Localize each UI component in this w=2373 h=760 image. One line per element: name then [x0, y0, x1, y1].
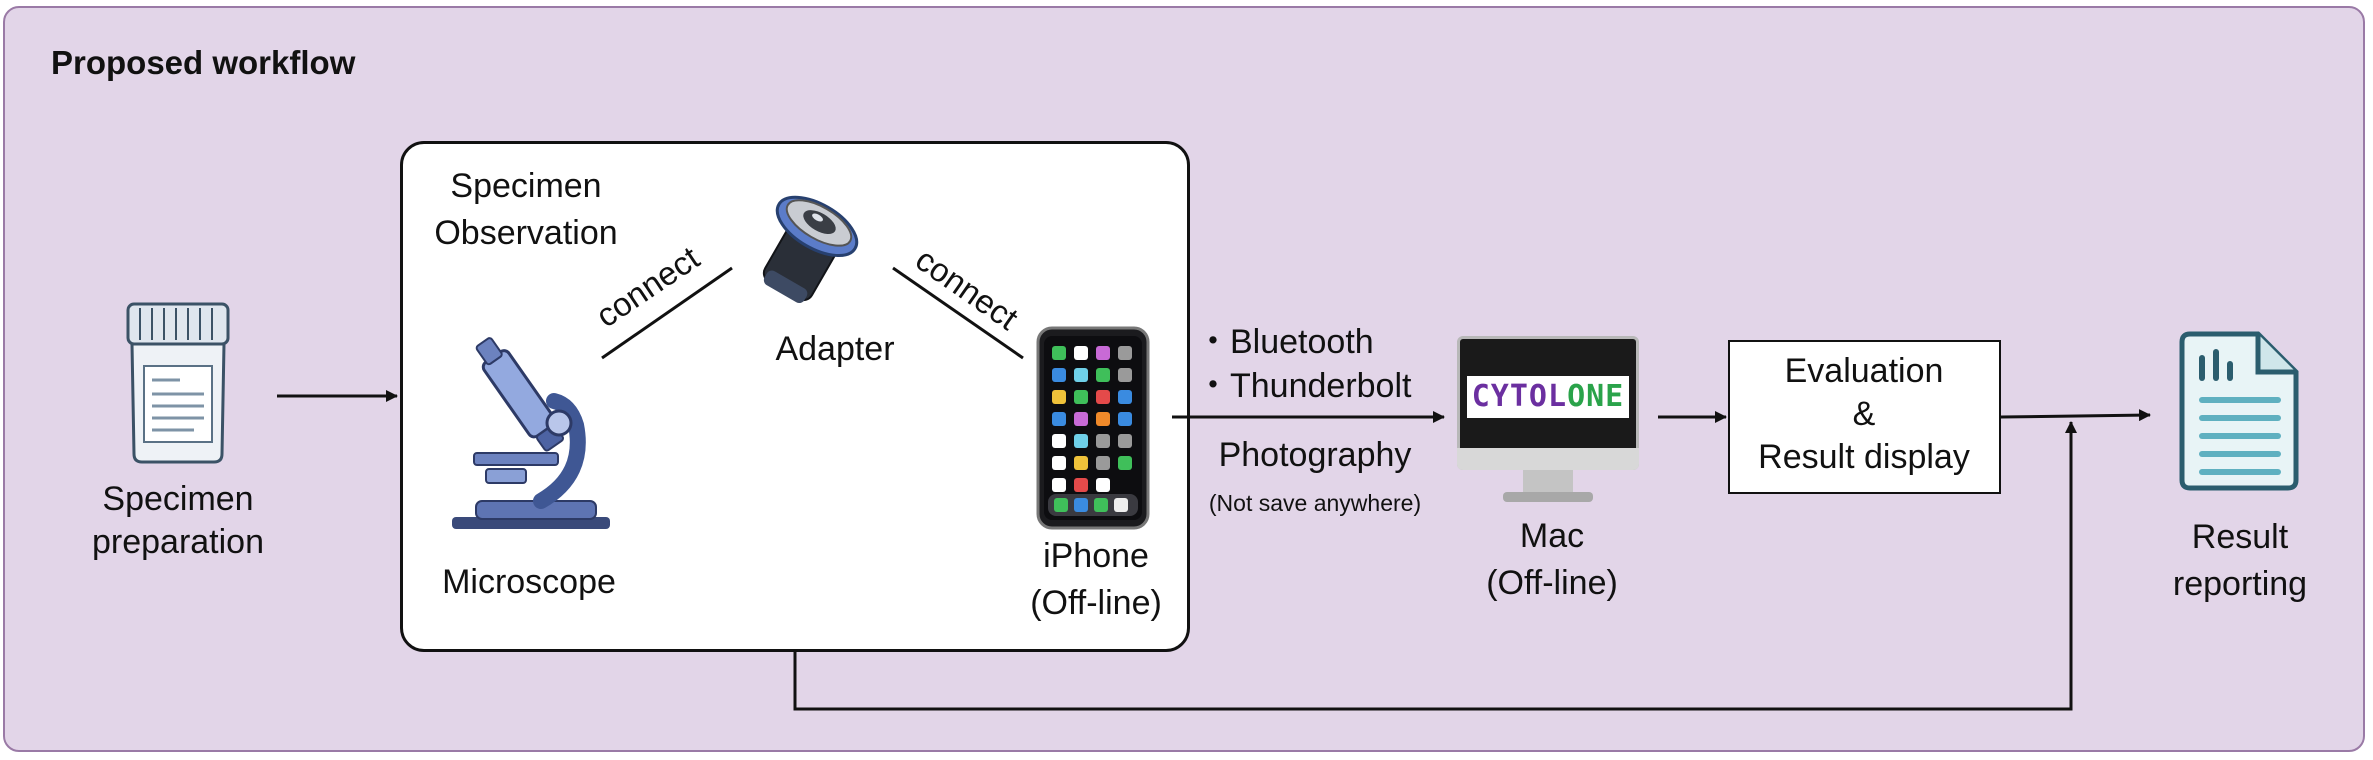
app-icon [1052, 412, 1066, 426]
logo-part-one: ONE [1567, 379, 1625, 414]
app-icon [1096, 390, 1110, 404]
not-saved-note: (Not save anywhere) [1208, 490, 1422, 516]
iphone-icon [1036, 326, 1150, 530]
app-icon [1096, 456, 1110, 470]
mac-line-2: (Off-line) [1486, 564, 1618, 602]
evaluation-line-1: Evaluation [1784, 352, 1944, 390]
app-icon [1074, 368, 1088, 382]
evaluation-line-3: Result display [1758, 438, 1970, 476]
app-icon [1118, 456, 1132, 470]
result-line-2: reporting [2172, 565, 2308, 603]
app-icon [1052, 478, 1066, 492]
evaluation-label: Evaluation & Result display [1758, 350, 1970, 479]
app-icon [1118, 368, 1132, 382]
app-icon [1118, 390, 1132, 404]
app-icon [1096, 346, 1110, 360]
app-icon [1052, 434, 1066, 448]
specimen-preparation-label: Specimen preparation [92, 478, 264, 564]
adapter-label: Adapter [775, 330, 895, 368]
report-document-icon [2179, 331, 2299, 491]
app-icon [1074, 412, 1088, 426]
iphone-label: iPhone (Off-line) [1030, 533, 1162, 627]
thunderbolt-label: ・Thunderbolt [1196, 367, 1412, 405]
microscope-label: Microscope [442, 563, 616, 601]
app-icon [1074, 434, 1088, 448]
specimen-preparation-line-1: Specimen [102, 480, 254, 518]
bluetooth-label: ・Bluetooth [1196, 323, 1374, 361]
app-icon [1074, 346, 1088, 360]
iphone-line-1: iPhone [1043, 537, 1149, 575]
arrow-evaluation-to-result [2000, 409, 2151, 422]
observation-line-1: Specimen [450, 167, 602, 205]
mac-line-1: Mac [1519, 517, 1585, 555]
photography-label: Photography [1218, 436, 1412, 474]
app-icon [1052, 368, 1066, 382]
app-icon [1118, 412, 1132, 426]
app-icon [1074, 478, 1088, 492]
result-line-1: Result [2191, 518, 2289, 556]
app-icon [1074, 390, 1088, 404]
evaluation-line-2: & [1852, 395, 1876, 433]
app-icon [1074, 456, 1088, 470]
specimen-jar-icon [126, 302, 230, 464]
connect-line-left [601, 266, 733, 360]
adapter-lens-icon [762, 195, 859, 304]
observation-line-2: Observation [434, 214, 618, 252]
logo-part-cytol: CYTOL [1471, 379, 1568, 414]
cytolone-logo: CYTOLONE [1467, 376, 1629, 418]
specimen-observation-label: Specimen Observation [434, 163, 617, 257]
connect-line-right [892, 266, 1024, 360]
app-icon [1118, 434, 1132, 448]
app-icon [1096, 368, 1110, 382]
app-icon [1052, 456, 1066, 470]
mac-monitor-icon: CYTOLONE [1457, 336, 1639, 504]
app-icon [1118, 346, 1132, 360]
iphone-line-2: (Off-line) [1030, 584, 1162, 622]
specimen-preparation-line-2: preparation [91, 523, 265, 561]
app-icon [1096, 478, 1110, 492]
app-icon [1096, 412, 1110, 426]
microscope-icon [452, 337, 610, 529]
mac-label: Mac (Off-line) [1486, 513, 1618, 607]
app-icon [1052, 346, 1066, 360]
diagram-title: Proposed workflow [51, 44, 356, 81]
app-icon [1096, 434, 1110, 448]
bypass-path [793, 421, 2077, 711]
result-reporting-label: Result reporting [2173, 514, 2307, 608]
evaluation-box [1728, 340, 2001, 494]
app-icon [1052, 390, 1066, 404]
